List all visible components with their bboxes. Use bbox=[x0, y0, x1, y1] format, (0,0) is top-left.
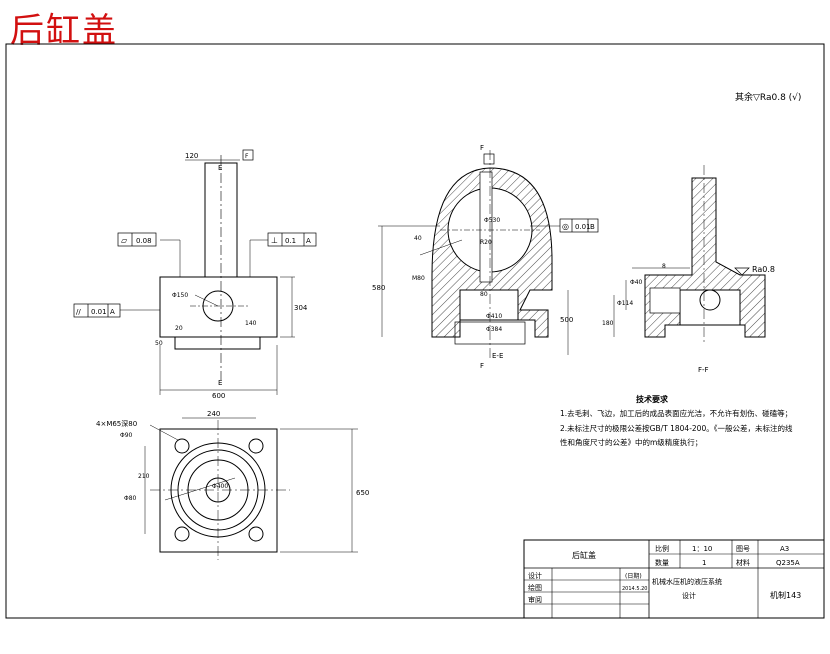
roughness-note: 其余▽Ra0.8 (√) bbox=[735, 91, 801, 103]
tech-req-line2a: 2.未标注尺寸的极限公差按GB/T 1804-200。《一般公差，未标注的线 bbox=[560, 423, 793, 433]
side-dim-w: 8 bbox=[662, 263, 666, 270]
side-dim-thread: Φ40 bbox=[630, 279, 643, 286]
side-dim-r1: Φ114 bbox=[617, 300, 633, 307]
tb-class-value: 机制143 bbox=[770, 590, 801, 600]
front-dim-width: 600 bbox=[212, 392, 225, 400]
parallel-symbol: // bbox=[76, 308, 81, 316]
tb-drawing-no-label: 图号 bbox=[736, 545, 750, 553]
tb-part-name: 后缸盖 bbox=[572, 550, 596, 560]
top-dim-half: 240 bbox=[207, 410, 220, 418]
top-dim-holes: 4×M65深80 bbox=[96, 419, 137, 428]
section-view bbox=[378, 150, 599, 360]
side-caption: F-F bbox=[698, 366, 709, 374]
tech-req-line1: 1.去毛刺、飞边，加工后的成品表面应光洁，不允许有划伤、碰磕等； bbox=[560, 408, 792, 418]
front-dim-depth: 140 bbox=[245, 320, 257, 327]
perp-value: 0.1 bbox=[285, 237, 296, 245]
side-roughness: Ra0.8 bbox=[752, 265, 775, 274]
front-dim-step: 20 bbox=[175, 325, 183, 332]
title-block bbox=[523, 539, 825, 619]
section-dim-total-h: 580 bbox=[372, 284, 385, 292]
parallel-value: 0.01 bbox=[91, 308, 107, 316]
tb-date-label: (日期) bbox=[625, 572, 642, 580]
tb-material-value: Q235A bbox=[776, 559, 800, 567]
section-dim-outer: Φ384 bbox=[486, 326, 502, 333]
concentric-datum: B bbox=[590, 223, 595, 231]
top-dim-pcd: Φ90 bbox=[120, 432, 133, 439]
perp-datum: A bbox=[306, 237, 311, 245]
tb-review-label: 审阅 bbox=[528, 595, 542, 604]
drawing-frame bbox=[5, 43, 825, 619]
section-dim-angle: 40 bbox=[414, 235, 422, 242]
tech-requirements: 技术要求 1.去毛刺、飞边，加工后的成品表面应光洁，不允许有划伤、碰磕等； 2.… bbox=[560, 394, 793, 447]
top-view bbox=[144, 417, 358, 560]
flatness-symbol: ▱ bbox=[121, 236, 128, 245]
perp-symbol: ⊥ bbox=[271, 236, 278, 245]
tb-design-label: 设计 bbox=[528, 571, 542, 580]
tb-qty-label: 数量 bbox=[655, 558, 669, 567]
tb-draw-label: 绘图 bbox=[528, 583, 542, 592]
section-caption: E-E bbox=[492, 352, 503, 360]
top-dim-bore: Φ400 bbox=[212, 483, 228, 490]
front-dim-bore: Φ150 bbox=[172, 292, 188, 299]
tb-date-value: 2014.5.20 bbox=[622, 586, 647, 592]
parallel-datum: A bbox=[110, 308, 115, 316]
section-dim-r: R20 bbox=[480, 239, 492, 246]
top-dim-inner: Φ80 bbox=[124, 495, 137, 502]
tb-scale-label: 比例 bbox=[655, 544, 669, 553]
concentric-symbol: ◎ bbox=[562, 222, 569, 231]
side-view bbox=[613, 165, 766, 345]
front-section-bottom: E bbox=[218, 379, 222, 387]
top-dim-height: 650 bbox=[356, 489, 369, 497]
front-view bbox=[73, 149, 317, 395]
section-dim-bore: Φ530 bbox=[484, 217, 500, 224]
section-dim-inner: Φ410 bbox=[486, 313, 502, 320]
section-dim-hole: M80 bbox=[412, 275, 425, 282]
section-dim-small: 80 bbox=[480, 291, 488, 298]
tb-material-label: 材料 bbox=[736, 558, 750, 567]
top-dim-y: 210 bbox=[138, 473, 150, 480]
side-dim-h: 180 bbox=[602, 320, 614, 327]
front-section-top: E bbox=[218, 164, 222, 172]
front-dim-height: 304 bbox=[294, 304, 308, 312]
front-dim-base: 50 bbox=[155, 340, 163, 347]
tech-req-title: 技术要求 bbox=[636, 394, 669, 404]
tb-qty-value: 1 bbox=[702, 559, 706, 567]
tb-project-line1: 机械水压机的液压系统 bbox=[652, 577, 722, 586]
concentric-value: 0.01 bbox=[575, 223, 591, 231]
section-label-f-top: F bbox=[480, 144, 484, 152]
tb-scale-value: 1：10 bbox=[692, 545, 712, 553]
front-datum-label: F bbox=[245, 153, 249, 160]
section-dim-base-h: 500 bbox=[560, 316, 573, 324]
section-label-f-bottom: F bbox=[480, 362, 484, 370]
tb-project-line2: 设计 bbox=[682, 591, 696, 600]
tech-req-line2b: 性和角度尺寸的公差》中的m级精度执行； bbox=[560, 437, 702, 447]
tb-drawing-no-value: A3 bbox=[780, 545, 789, 553]
front-dim-top: 120 bbox=[185, 152, 198, 160]
page-title: 后缸盖 bbox=[10, 11, 118, 51]
flatness-value: 0.08 bbox=[136, 237, 152, 245]
